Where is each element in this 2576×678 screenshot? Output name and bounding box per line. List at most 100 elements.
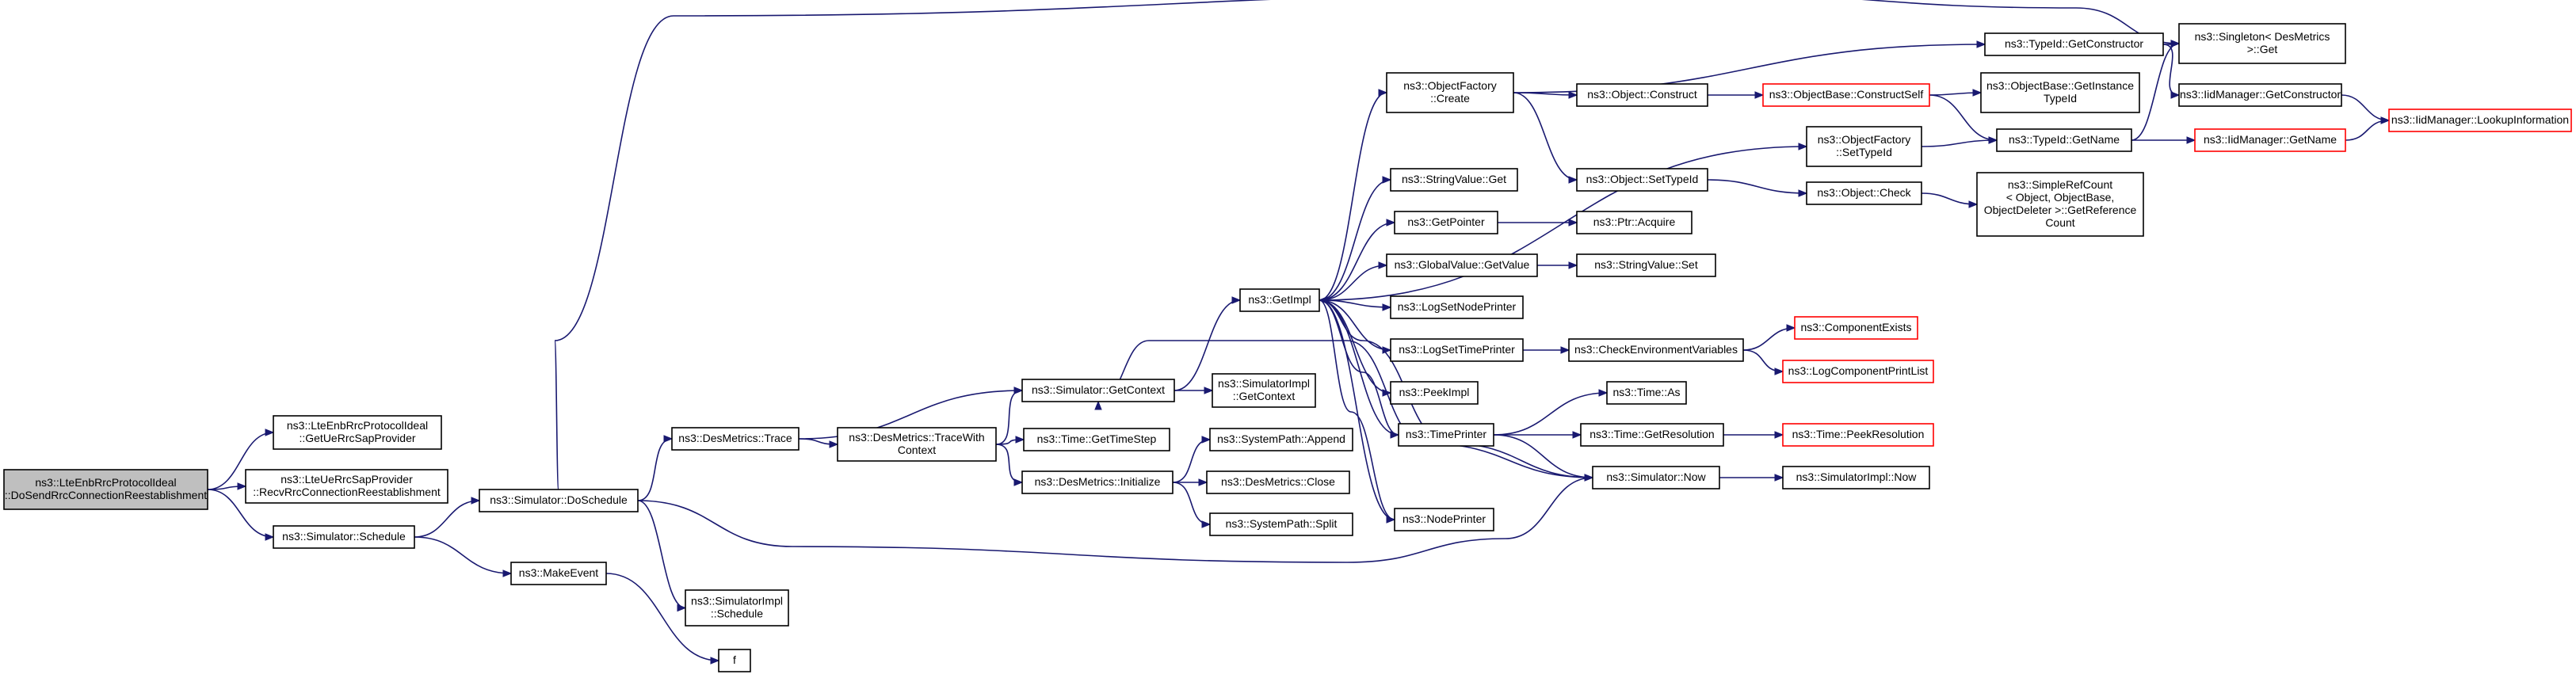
node-getPointer[interactable]: ns3::GetPointer [1394, 211, 1498, 234]
node-label: ns3::PeekImpl [1399, 386, 1470, 398]
node-singletonGet[interactable]: ns3::Singleton< DesMetrics >::Get [2178, 23, 2346, 64]
edge-getContext-to-simImplGetContext [1174, 387, 1214, 394]
edge-doSchedule-to-desTrace [637, 435, 674, 501]
edge-schedule-to-doSchedule [414, 497, 481, 538]
node-ofCreate[interactable]: ns3::ObjectFactory::Create [1386, 72, 1514, 113]
node-spAppend[interactable]: ns3::SystemPath::Append [1209, 428, 1353, 451]
node-simNow[interactable]: ns3::Simulator::Now [1592, 466, 1720, 489]
node-logSetNodePrinter[interactable]: ns3::LogSetNodePrinter [1390, 295, 1524, 319]
node-box [1394, 508, 1494, 531]
node-objCheck[interactable]: ns3::Object::Check [1806, 181, 1922, 205]
node-label: ::GetContext [1233, 390, 1296, 402]
edge-arrowhead [1798, 189, 1808, 197]
node-label: ::Schedule [711, 608, 763, 620]
node-label: Count [2045, 216, 2074, 229]
node-peekImpl[interactable]: ns3::PeekImpl [1390, 381, 1479, 405]
node-getContext[interactable]: ns3::Simulator::GetContext [1021, 379, 1175, 402]
node-desClose[interactable]: ns3::DesMetrics::Close [1206, 470, 1350, 494]
node-label: ns3::TypeId::GetName [2009, 133, 2120, 146]
edge-getImpl-to-getPointer [1319, 219, 1396, 301]
node-timePeekRes[interactable]: ns3::Time::PeekResolution [1782, 423, 1934, 447]
node-label: ns3::GetImpl [1248, 293, 1311, 306]
node-recvReest[interactable]: ns3::LteUeRrcSapProvider::RecvRrcConnect… [245, 469, 448, 504]
node-label: ns3::IidManager::GetConstructor [2180, 88, 2341, 101]
node-label: ns3::IidManager::GetName [2204, 133, 2337, 146]
node-spSplit[interactable]: ns3::SystemPath::Split [1209, 512, 1353, 536]
node-strValGet[interactable]: ns3::StringValue::Get [1390, 168, 1518, 192]
node-getTimeStep[interactable]: ns3::Time::GetTimeStep [1023, 428, 1170, 451]
node-box [685, 589, 789, 627]
node-simImplNow[interactable]: ns3::SimulatorImpl::Now [1782, 466, 1930, 489]
node-timePrinter[interactable]: ns3::TimePrinter [1398, 423, 1494, 447]
node-nodePrinter[interactable]: ns3::NodePrinter [1394, 508, 1494, 531]
node-getUeRrcSap[interactable]: ns3::LteEnbRrcProtocolIdeal::GetUeRrcSap… [273, 415, 442, 450]
node-makeEvent[interactable]: ns3::MakeEvent [510, 562, 607, 585]
node-desInit[interactable]: ns3::DesMetrics::Initialize [1021, 470, 1174, 494]
node-desTrace[interactable]: ns3::DesMetrics::Trace [671, 427, 800, 451]
node-iidGetName[interactable]: ns3::IidManager::GetName [2194, 128, 2346, 152]
edge-arrowhead [663, 435, 674, 443]
node-logCompPrintList[interactable]: ns3::LogComponentPrintList [1782, 360, 1934, 383]
node-label: ns3::NodePrinter [1402, 512, 1486, 525]
node-label: ns3::Object::Construct [1587, 88, 1697, 101]
edge-traceWithContext-to-getTimeStep [995, 436, 1025, 445]
node-label: ns3::Object::SetTypeId [1586, 173, 1699, 185]
node-tidGetCtor[interactable]: ns3::TypeId::GetConstructor [1984, 32, 2164, 56]
edge-desInit-to-spAppend [1172, 436, 1212, 483]
edge-line [637, 438, 673, 501]
node-box [1239, 288, 1320, 312]
node-logSetTimePrinter[interactable]: ns3::LogSetTimePrinter [1390, 338, 1524, 362]
node-strValSet[interactable]: ns3::StringValue::Set [1576, 253, 1716, 277]
node-box [1782, 360, 1934, 383]
node-box [1576, 253, 1716, 277]
edge-arrowhead [1382, 176, 1392, 184]
edge-gvGetValue-to-strValSet [1537, 261, 1578, 269]
node-label: ns3::ObjectFactory [1403, 79, 1497, 92]
node-iidLookup[interactable]: ns3::IidManager::LookupInformation [2388, 109, 2572, 132]
node-label: ns3::StringValue::Get [1402, 173, 1506, 185]
node-label: ns3::LogSetNodePrinter [1398, 300, 1517, 313]
edge-arrowhead [2380, 116, 2391, 124]
node-componentExists[interactable]: ns3::ComponentExists [1794, 316, 1918, 340]
edge-line [1513, 92, 1578, 181]
node-simpleRefCount[interactable]: ns3::SimpleRefCount< Object, ObjectBase,… [1976, 172, 2144, 237]
edge-line [414, 536, 512, 574]
node-simImplSchedule[interactable]: ns3::SimulatorImpl::Schedule [685, 589, 789, 627]
node-objSetTypeId[interactable]: ns3::Object::SetTypeId [1576, 168, 1708, 192]
node-label: ns3::StringValue::Set [1594, 258, 1698, 271]
node-iidGetCtor[interactable]: ns3::IidManager::GetConstructor [2178, 83, 2342, 107]
node-ptrAcquire[interactable]: ns3::Ptr::Acquire [1576, 211, 1693, 234]
edge-arrowhead [2170, 40, 2181, 48]
node-getImpl[interactable]: ns3::GetImpl [1239, 288, 1320, 312]
node-doSchedule[interactable]: ns3::Simulator::DoSchedule [479, 489, 639, 512]
edge-line [637, 477, 1593, 563]
node-gvGetValue[interactable]: ns3::GlobalValue::GetValue [1386, 253, 1538, 277]
node-label: ns3::Simulator::Schedule [282, 530, 406, 543]
edge-makeEvent-to-f [605, 573, 720, 665]
node-objConstruct[interactable]: ns3::Object::Construct [1576, 83, 1708, 107]
node-timeAs[interactable]: ns3::Time::As [1606, 381, 1687, 405]
node-label: ns3::LteEnbRrcProtocolIdeal [287, 419, 428, 432]
node-timeGetRes[interactable]: ns3::Time::GetResolution [1580, 423, 1724, 447]
edge-arrowhead [237, 482, 247, 490]
node-f[interactable]: f [718, 649, 751, 672]
node-tidGetName[interactable]: ns3::TypeId::GetName [1996, 128, 2132, 152]
node-ofSetTypeId[interactable]: ns3::ObjectFactory::SetTypeId [1806, 126, 1922, 167]
node-label: ns3::SimulatorImpl [691, 595, 783, 608]
node-box [1568, 338, 1744, 362]
node-box [837, 427, 997, 462]
node-checkEnv[interactable]: ns3::CheckEnvironmentVariables [1568, 338, 1744, 362]
edge-arrowhead [1378, 261, 1388, 269]
edge-line [554, 0, 2180, 490]
edge-arrowhead [1201, 436, 1212, 444]
node-root[interactable]: ns3::LteEnbRrcProtocolIdeal::DoSendRrcCo… [3, 469, 208, 510]
node-box [2194, 128, 2346, 152]
edge-line [1929, 94, 1998, 141]
edge-timePrinter-to-simNow [1493, 434, 1594, 482]
node-obConstructSelf[interactable]: ns3::ObjectBase::ConstructSelf [1762, 83, 1930, 107]
node-label: ns3::LteEnbRrcProtocolIdeal [35, 476, 176, 489]
node-simImplGetContext[interactable]: ns3::SimulatorImpl::GetContext [1212, 373, 1316, 408]
node-schedule[interactable]: ns3::Simulator::Schedule [273, 525, 415, 549]
